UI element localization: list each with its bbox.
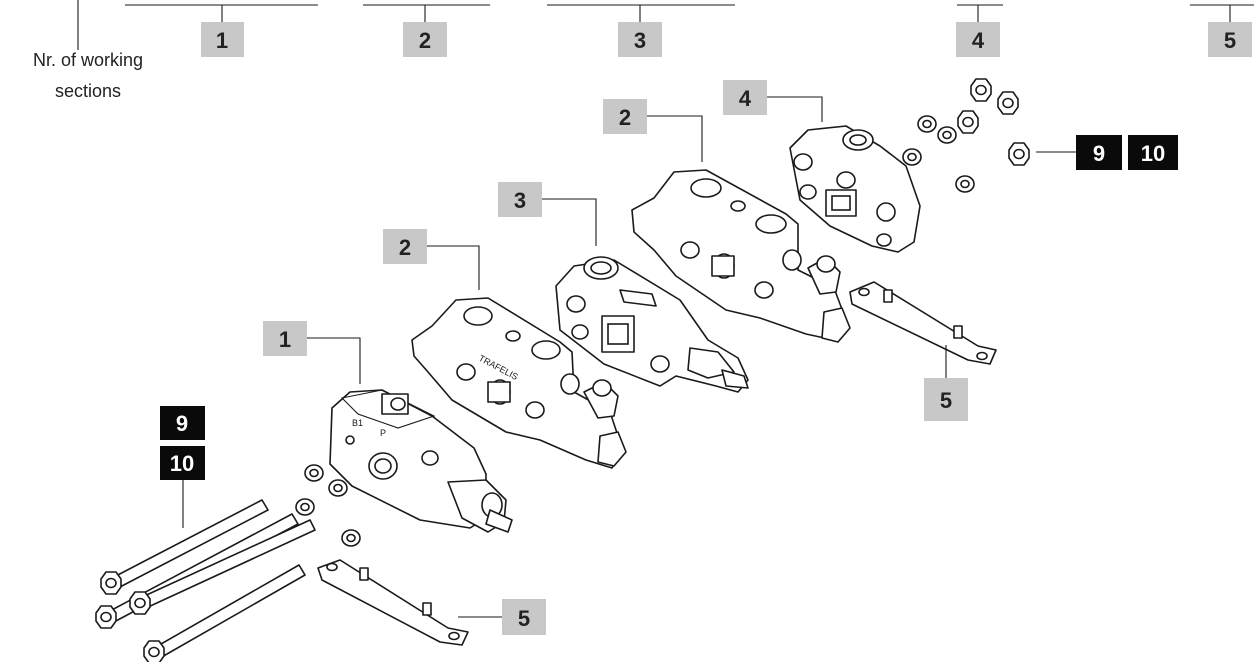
- callout-tie-rod-b: 10: [160, 446, 205, 480]
- working-section-back: [631, 169, 851, 343]
- header-tag-5: 5: [1208, 22, 1252, 57]
- svg-text:10: 10: [1141, 141, 1165, 166]
- svg-text:2: 2: [619, 105, 631, 130]
- callout-section-b: 3: [498, 182, 542, 217]
- svg-text:2: 2: [419, 28, 431, 53]
- tie-rod-1: [100, 499, 269, 595]
- svg-text:5: 5: [940, 388, 952, 413]
- svg-text:4: 4: [972, 28, 985, 53]
- svg-text:1: 1: [216, 28, 228, 53]
- svg-text:2: 2: [399, 235, 411, 260]
- header-tag-1: 1: [201, 22, 244, 57]
- svg-text:1: 1: [279, 327, 291, 352]
- working-section-middle: [555, 256, 749, 393]
- svg-text:9: 9: [176, 411, 188, 436]
- callout-bracket-back: 5: [924, 378, 968, 421]
- callout-section-a: 2: [383, 229, 427, 264]
- section-count-header: 1 2 3 4 5 Nr. of working sections: [33, 0, 1254, 101]
- outlet-section: [789, 125, 921, 253]
- svg-text:5: 5: [518, 606, 530, 631]
- header-tag-2: 2: [403, 22, 447, 57]
- callout-tie-rod-a: 9: [160, 406, 205, 440]
- callout-bracket-front: 5: [502, 599, 546, 635]
- caption-line-1: Nr. of working: [33, 50, 143, 70]
- svg-text:5: 5: [1224, 28, 1236, 53]
- callout-nut-b: 10: [1128, 135, 1178, 170]
- svg-text:4: 4: [739, 86, 752, 111]
- callout-nut-a: 9: [1076, 135, 1122, 170]
- tie-rod-4: [143, 564, 306, 662]
- nuts-back: [957, 78, 1076, 166]
- mounting-bracket-front: [317, 559, 502, 646]
- tie-rods: [95, 480, 316, 662]
- svg-text:3: 3: [514, 188, 526, 213]
- working-section-front: TRAFELIS: [411, 297, 627, 469]
- inlet-section: B1 P: [329, 389, 513, 533]
- header-tag-4: 4: [956, 22, 1000, 57]
- callout-inlet: 1: [263, 321, 307, 356]
- callout-section-c: 2: [603, 99, 647, 134]
- svg-text:B1: B1: [352, 418, 363, 428]
- tie-rod-3: [129, 519, 316, 615]
- callout-outlet: 4: [723, 80, 767, 115]
- header-tag-3: 3: [618, 22, 662, 57]
- svg-text:3: 3: [634, 28, 646, 53]
- svg-text:9: 9: [1093, 141, 1105, 166]
- svg-text:P: P: [380, 428, 386, 438]
- svg-text:10: 10: [170, 451, 194, 476]
- mounting-bracket-back: [849, 281, 997, 378]
- callout-leaders: [307, 96, 823, 384]
- caption-line-2: sections: [55, 81, 121, 101]
